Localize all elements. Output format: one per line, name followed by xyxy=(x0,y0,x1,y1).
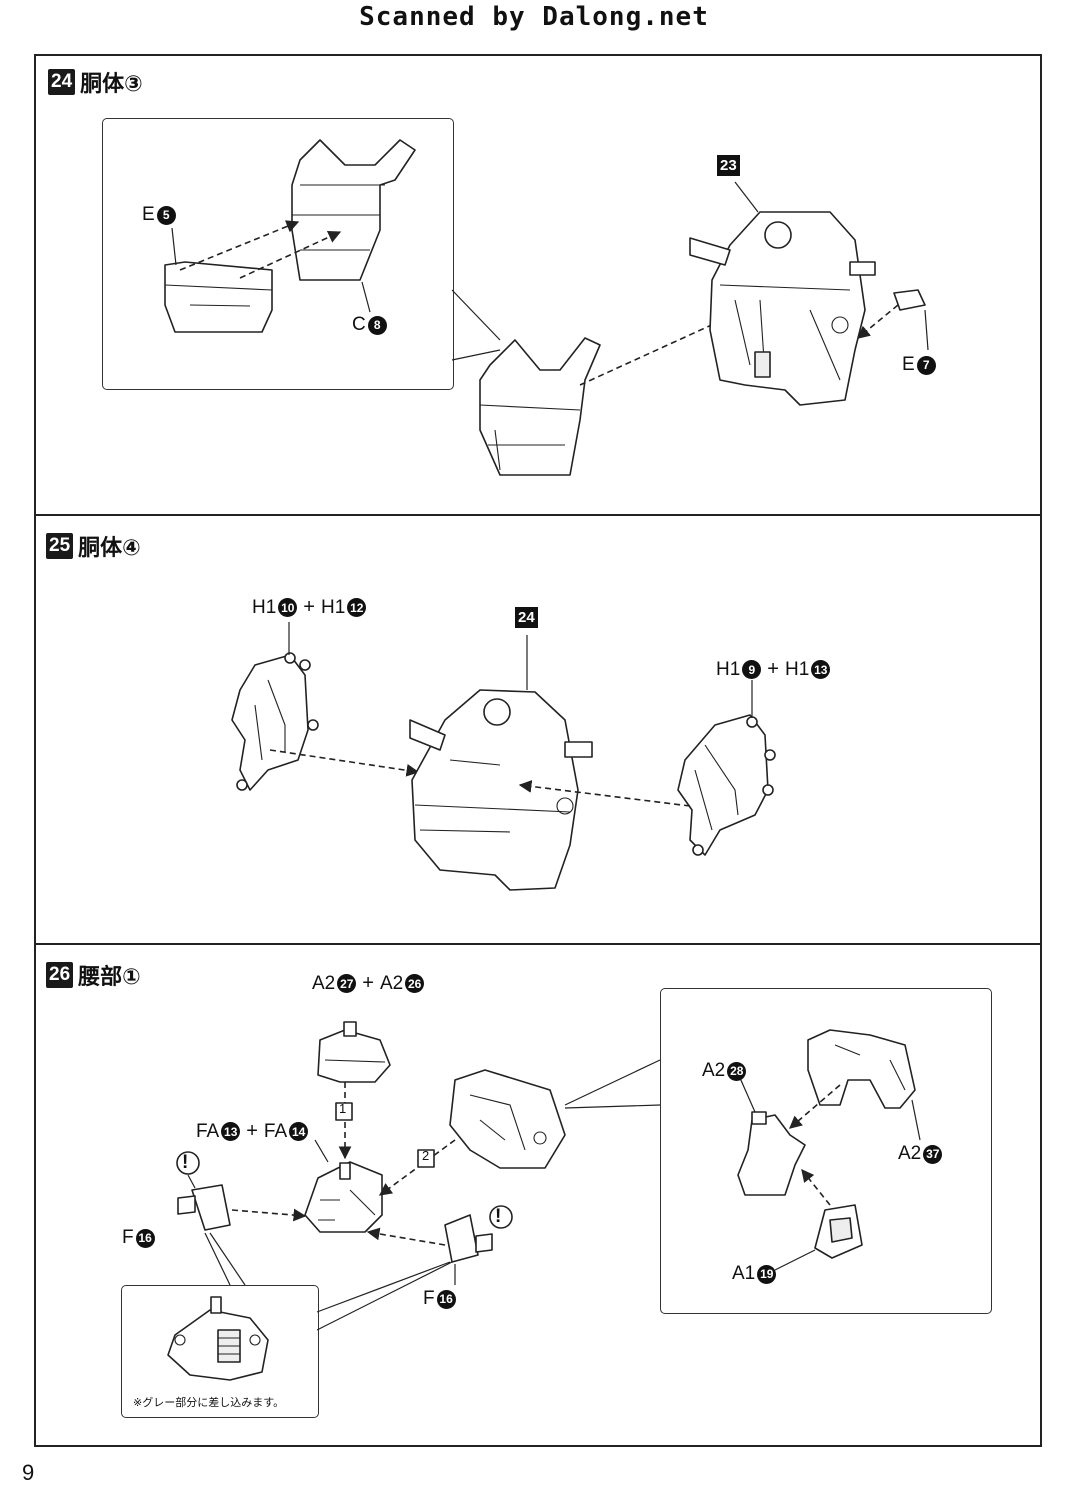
part-number: 12 xyxy=(347,598,367,617)
step-divider xyxy=(34,514,1042,516)
caution-icon: ! xyxy=(495,1206,502,1227)
part-number: 16 xyxy=(135,1228,155,1248)
part-number: 8 xyxy=(367,315,387,335)
step-number: 25 xyxy=(46,533,74,559)
part-label: H1 10 + H1 12 xyxy=(252,596,367,619)
part-number: 5 xyxy=(156,205,176,225)
page-number: 9 xyxy=(22,1460,35,1485)
part-number: 14 xyxy=(289,1122,309,1141)
step-title: 胴体③ xyxy=(80,72,143,97)
part-number: 27 xyxy=(337,974,357,993)
insert-detail-part xyxy=(167,1296,269,1381)
small-plate-e7 xyxy=(893,289,926,311)
hip-joint-a2-28 xyxy=(737,1111,806,1196)
part-number: 26 xyxy=(405,974,425,993)
caution-icon: ! xyxy=(182,1152,189,1173)
crotch-armor xyxy=(449,1069,566,1169)
reference-number: 23 xyxy=(717,155,740,176)
step-reference: 23 xyxy=(717,155,740,176)
part-label: FA 13 + FA 14 xyxy=(196,1120,309,1143)
part-label: C 8 xyxy=(352,314,387,336)
step-number: 26 xyxy=(46,962,74,988)
part-label: F 16 xyxy=(122,1227,155,1249)
waist-joint-a2 xyxy=(317,1021,391,1083)
torso-core-23 xyxy=(689,211,876,406)
step-number: 24 xyxy=(48,69,76,95)
step-reference: 24 xyxy=(515,607,538,628)
part-label: F 16 xyxy=(423,1288,456,1310)
hip-frame-left xyxy=(231,652,319,791)
part-label: E 5 xyxy=(142,204,176,226)
step-26-heading: 26 腰部① xyxy=(46,959,141,991)
reference-number: 24 xyxy=(515,607,538,628)
chest-armor-front-plate xyxy=(164,261,273,333)
step-title: 胴体④ xyxy=(78,536,141,561)
part-label: A2 28 xyxy=(702,1060,747,1082)
order-number: 1 xyxy=(339,1101,347,1116)
step-title: 腰部① xyxy=(78,965,141,990)
part-number: 28 xyxy=(727,1061,747,1081)
step-24-heading: 24 胴体③ xyxy=(48,66,143,98)
part-number: 16 xyxy=(436,1289,456,1309)
instruction-frame xyxy=(34,54,1042,1447)
part-number: 10 xyxy=(278,598,298,617)
part-number: 19 xyxy=(757,1264,777,1284)
part-label: E 7 xyxy=(902,354,936,376)
chest-armor-upper xyxy=(291,139,416,281)
part-number: 37 xyxy=(923,1144,943,1164)
order-number: 2 xyxy=(422,1148,430,1163)
part-label: H1 9 + H1 13 xyxy=(716,658,831,681)
part-label: A1 19 xyxy=(732,1263,777,1285)
part-number: 13 xyxy=(811,660,831,679)
step-25-heading: 25 胴体④ xyxy=(46,530,141,562)
chest-armor-assembled xyxy=(479,337,601,476)
hip-part-a1-19 xyxy=(814,1204,863,1259)
step-divider xyxy=(34,943,1042,945)
peg-part-f16-right xyxy=(444,1214,493,1263)
hip-cover-a2-37 xyxy=(807,1029,916,1109)
part-number: 13 xyxy=(221,1122,241,1141)
insert-note: ※グレー部分に差し込みます。 xyxy=(133,1396,285,1409)
hip-frame-right xyxy=(677,714,776,856)
hip-block-fa xyxy=(304,1161,383,1233)
peg-part-f16-left xyxy=(177,1184,231,1231)
part-label: A2 27 + A2 26 xyxy=(312,972,425,995)
scan-header: Scanned by Dalong.net xyxy=(359,2,709,32)
part-label: A2 37 xyxy=(898,1143,943,1165)
part-number: 7 xyxy=(916,355,936,375)
part-number: 9 xyxy=(742,660,762,679)
torso-core-24 xyxy=(409,689,593,891)
